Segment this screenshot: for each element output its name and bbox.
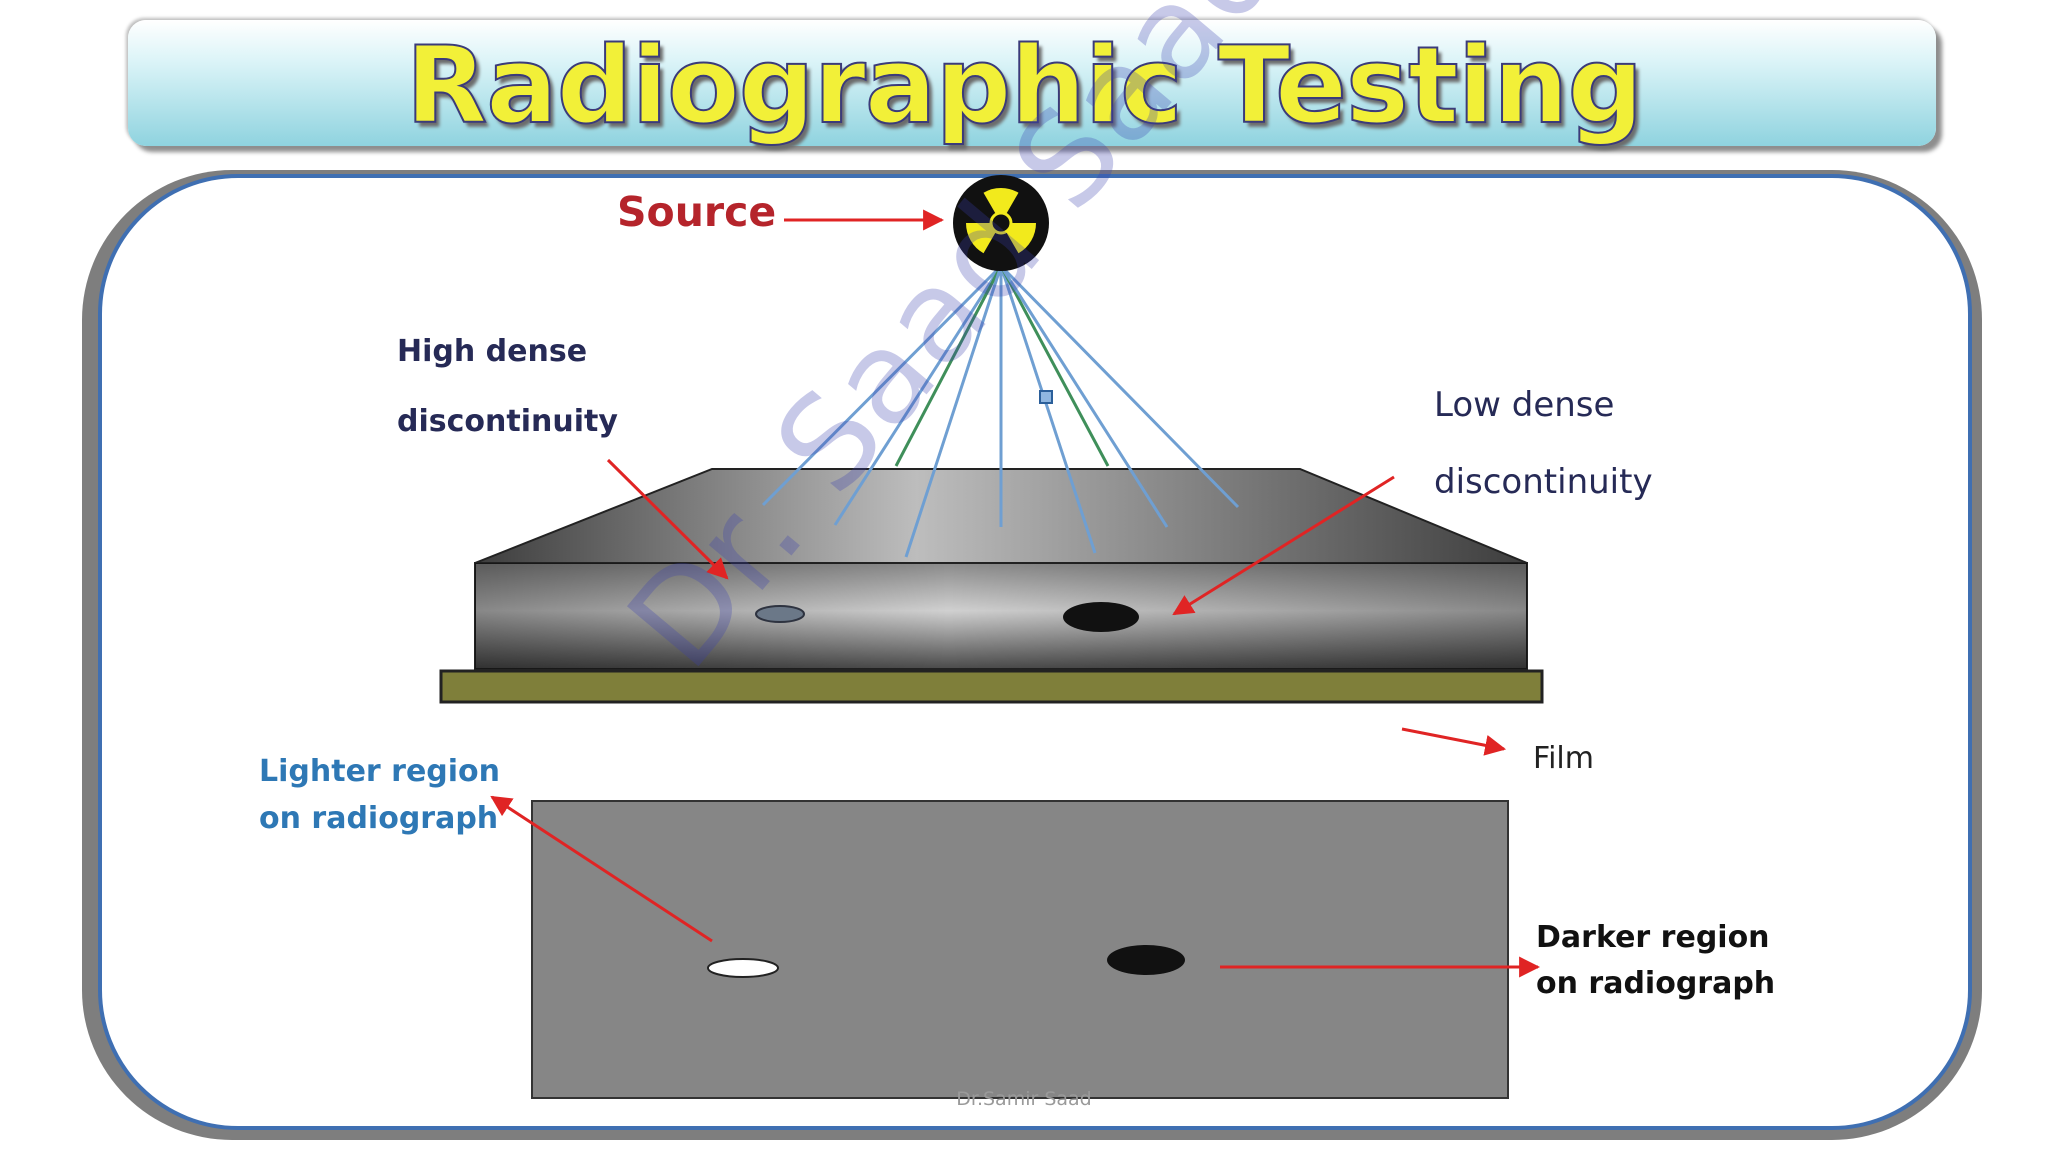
lighter-region-arrow [490,795,713,943]
ray-marker [1039,390,1053,404]
radiograph-plate [531,800,1509,1099]
page-title: Radiographic Testing [405,24,1645,147]
radiation-trefoil-icon [953,175,1049,271]
lighter-region-label-line2: on radiograph [259,801,499,836]
darker-region-label-line2: on radiograph [1536,966,1776,1001]
high-dense-inclusion [755,605,805,623]
low-dense-label-line1: Low dense [1434,385,1615,425]
low-dense-arrow [1172,475,1395,616]
high-dense-label-line2: discontinuity [397,404,618,439]
film-arrow [1401,727,1507,756]
annotation-arrows [490,209,1541,978]
film-label: Film [1533,741,1594,776]
radiation-rays [761,264,1240,558]
lighter-region-label-line1: Lighter region [259,754,501,789]
low-dense-void [1063,602,1139,632]
high-dense-arrow [606,458,729,580]
source-label: Source [617,188,777,236]
high-dense-label-line1: High dense [397,334,588,369]
darker-region-label-line1: Darker region [1536,920,1770,955]
title-banner [128,20,1936,146]
lighter-region-spot [707,958,779,978]
low-dense-label-line2: discontinuity [1434,462,1653,502]
footer-credit: Dr.Samir Saad [956,1088,1092,1110]
darker-region-spot [1107,945,1185,975]
film-strip [439,669,1544,704]
